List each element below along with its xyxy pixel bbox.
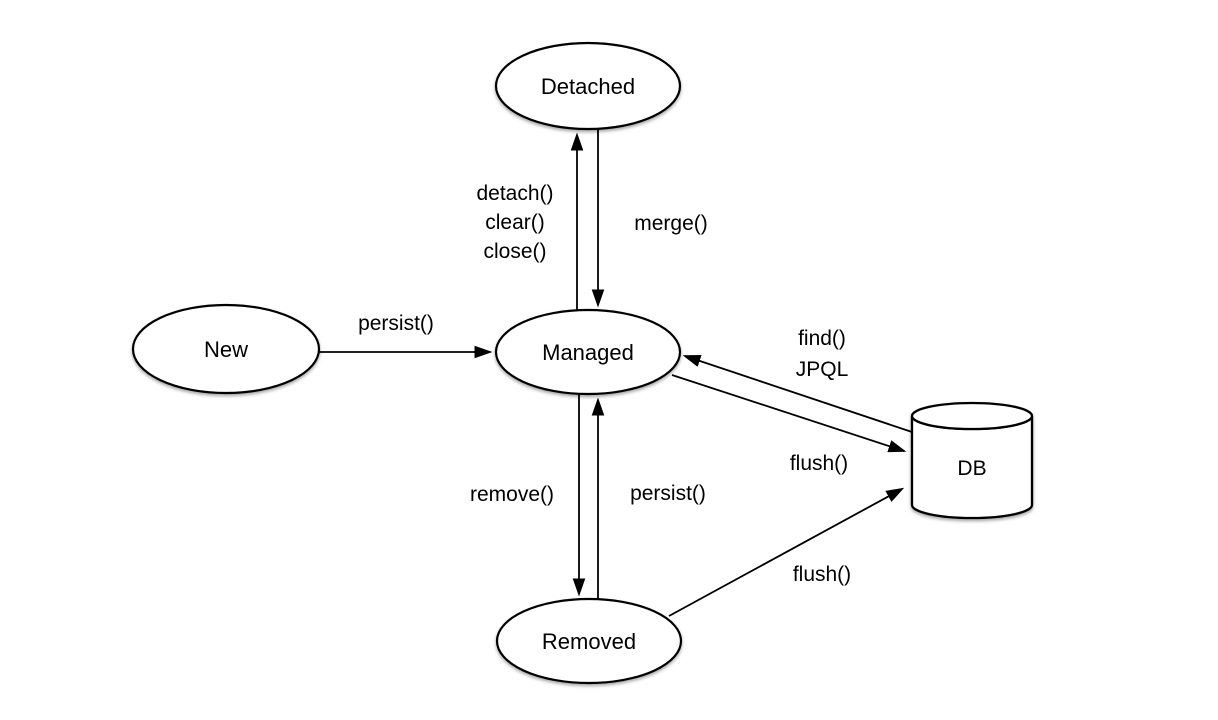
label-flush-managed-db: flush() — [790, 452, 848, 475]
db-cylinder: DB — [910, 401, 1034, 520]
label-flush-removed-db: flush() — [793, 563, 851, 586]
label-jpql: JPQL — [796, 358, 849, 381]
label-persist-new-managed: persist() — [358, 312, 434, 335]
db-label: DB — [957, 457, 986, 480]
label-persist-removed-managed: persist() — [630, 482, 706, 505]
state-label-new: New — [204, 337, 248, 362]
label-detach: detach() — [476, 182, 553, 205]
removed-ellipse — [495, 597, 683, 685]
label-clear: clear() — [485, 211, 545, 234]
edge-managed-to-db — [671, 374, 907, 453]
label-close: close() — [483, 240, 546, 263]
state-node-managed: Managed — [494, 308, 682, 396]
state-nodes: Detached New Managed Removed — [131, 41, 683, 685]
edge-removed-to-db — [668, 487, 905, 617]
label-merge: merge() — [634, 212, 708, 235]
transition-labels: persist() detach() clear() close() merge… — [358, 182, 851, 586]
managed-ellipse — [494, 308, 682, 396]
label-remove: remove() — [470, 483, 554, 506]
state-node-new: New — [131, 303, 321, 395]
state-label-detached: Detached — [541, 74, 635, 99]
state-label-removed: Removed — [542, 629, 636, 654]
label-find: find() — [798, 327, 846, 350]
detached-ellipse — [494, 41, 682, 131]
db-cylinder-top — [910, 401, 1034, 431]
new-ellipse — [131, 303, 321, 395]
edge-db-to-managed — [682, 354, 913, 433]
state-node-removed: Removed — [495, 597, 683, 685]
state-node-detached: Detached — [494, 41, 682, 131]
state-label-managed: Managed — [542, 340, 634, 365]
transition-edges — [319, 127, 913, 617]
